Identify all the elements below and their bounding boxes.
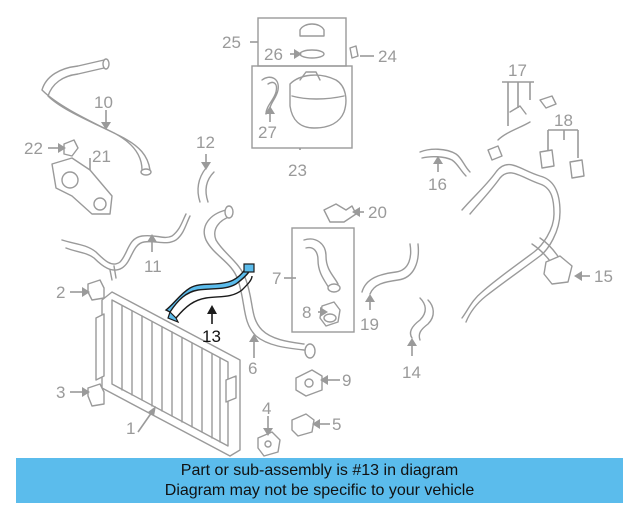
callout-26: 26 bbox=[264, 45, 283, 64]
callout-27: 27 bbox=[258, 123, 277, 142]
callout-1: 1 bbox=[126, 419, 135, 438]
callout-16: 16 bbox=[428, 175, 447, 194]
callout-19: 19 bbox=[360, 315, 379, 334]
flange-part-9 bbox=[295, 369, 323, 397]
callout-17: 17 bbox=[508, 61, 527, 80]
callout-20: 20 bbox=[368, 203, 387, 222]
callout-12: 12 bbox=[196, 133, 215, 152]
sensor-part-22 bbox=[63, 139, 79, 157]
hose-part-15 bbox=[461, 163, 561, 323]
connector-part-18 bbox=[539, 149, 555, 169]
callout-25: 25 bbox=[222, 33, 241, 52]
hose-part-16 bbox=[419, 148, 471, 177]
seal-part-26 bbox=[299, 49, 325, 59]
callout-4: 4 bbox=[262, 399, 271, 418]
housing-part-21 bbox=[51, 157, 113, 215]
callout-23: 23 bbox=[288, 161, 307, 180]
info-banner: Part or sub-assembly is #13 in diagram D… bbox=[16, 458, 623, 503]
callout-14: 14 bbox=[402, 363, 421, 382]
callout-10: 10 bbox=[94, 93, 113, 112]
clip-part-24 bbox=[349, 45, 359, 59]
callout-21: 21 bbox=[92, 147, 111, 166]
banner-line-2: Diagram may not be specific to your vehi… bbox=[164, 482, 475, 499]
callout-22: 22 bbox=[24, 139, 43, 158]
bracket-part-2 bbox=[87, 279, 105, 301]
callout-24: 24 bbox=[378, 47, 397, 66]
callout-13: 13 bbox=[202, 327, 221, 346]
callout-2: 2 bbox=[56, 283, 65, 302]
banner-line-1: Part or sub-assembly is #13 in diagram bbox=[180, 462, 459, 479]
callout-6: 6 bbox=[248, 359, 257, 378]
callout-9: 9 bbox=[342, 371, 351, 390]
radiator-part-1 bbox=[95, 291, 241, 457]
callout-5: 5 bbox=[332, 415, 341, 434]
fitting-part-20 bbox=[323, 203, 357, 223]
bracket-part-3 bbox=[87, 383, 105, 407]
highlight-leader bbox=[207, 305, 217, 324]
sensor-part-4 bbox=[257, 431, 281, 457]
group-box-7-8 bbox=[291, 227, 355, 333]
callout-8: 8 bbox=[302, 303, 311, 322]
hose-part-7 bbox=[303, 238, 339, 291]
callout-18: 18 bbox=[554, 111, 573, 130]
hose-part-11 bbox=[61, 213, 191, 271]
plug-part-5 bbox=[291, 413, 315, 437]
hose-part-17 bbox=[497, 95, 557, 141]
leader-lines bbox=[48, 41, 590, 436]
pipe-part-13-highlighted bbox=[164, 263, 255, 324]
hose-part-14 bbox=[409, 297, 434, 341]
callout-numbers: 1 2 3 4 5 6 7 8 9 10 11 12 13 14 15 16 1… bbox=[24, 33, 613, 438]
cap-part-25 bbox=[299, 23, 325, 37]
hose-part-19 bbox=[361, 243, 420, 295]
hose-part-27 bbox=[261, 76, 279, 115]
callout-15: 15 bbox=[594, 267, 613, 286]
hose-part-12 bbox=[197, 167, 215, 203]
callout-3: 3 bbox=[56, 383, 65, 402]
callout-7: 7 bbox=[272, 269, 281, 288]
callout-11: 11 bbox=[144, 257, 162, 276]
expansion-tank bbox=[289, 74, 347, 129]
pipe-part-10 bbox=[41, 59, 151, 171]
